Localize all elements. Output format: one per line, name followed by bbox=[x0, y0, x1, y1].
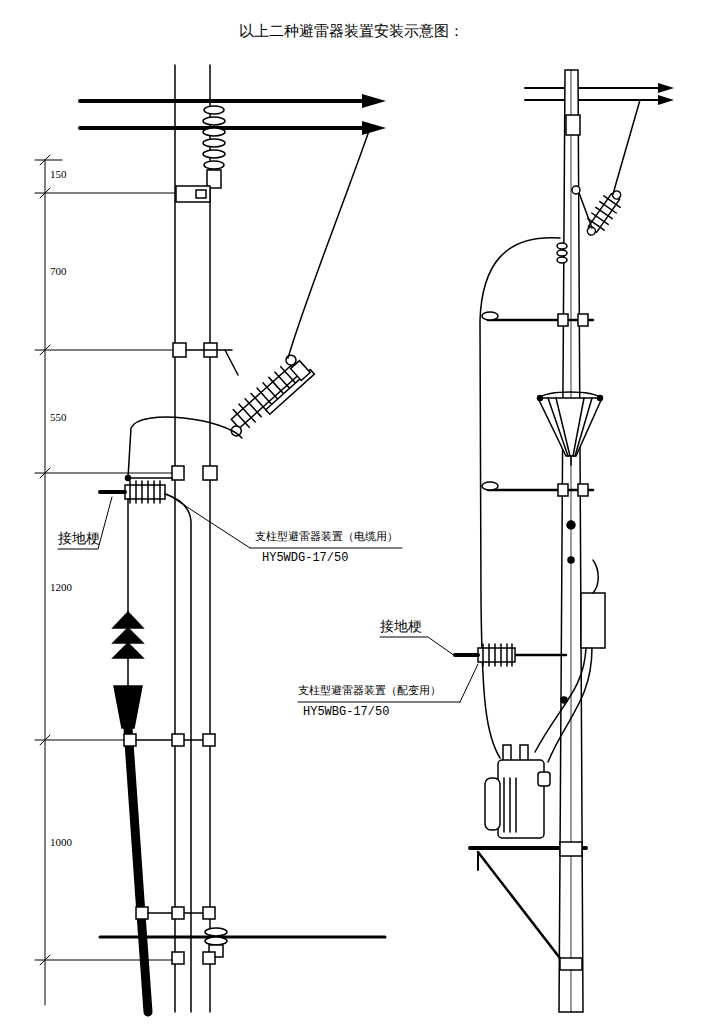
drawing-title: 以上二种避雷器装置安装示意图： bbox=[239, 22, 464, 40]
dimension-label: 550 bbox=[50, 411, 67, 424]
ground-rod-label: 接地梗 bbox=[58, 530, 100, 547]
arrester-name: 支柱型避雷器装置（电缆用） bbox=[255, 530, 398, 543]
model-number: HY5WBG-17/50 bbox=[303, 705, 389, 719]
model-number: HY5WDG-17/50 bbox=[262, 551, 348, 565]
dimension-label: 1000 bbox=[50, 836, 72, 849]
dimension-label: 150 bbox=[50, 168, 67, 181]
ground-rod-label: 接地梗 bbox=[380, 618, 422, 635]
dimension-label: 1200 bbox=[50, 581, 72, 594]
arrester-name: 支柱型避雷器装置（配变用） bbox=[298, 684, 441, 697]
dimension-label: 700 bbox=[50, 265, 67, 278]
